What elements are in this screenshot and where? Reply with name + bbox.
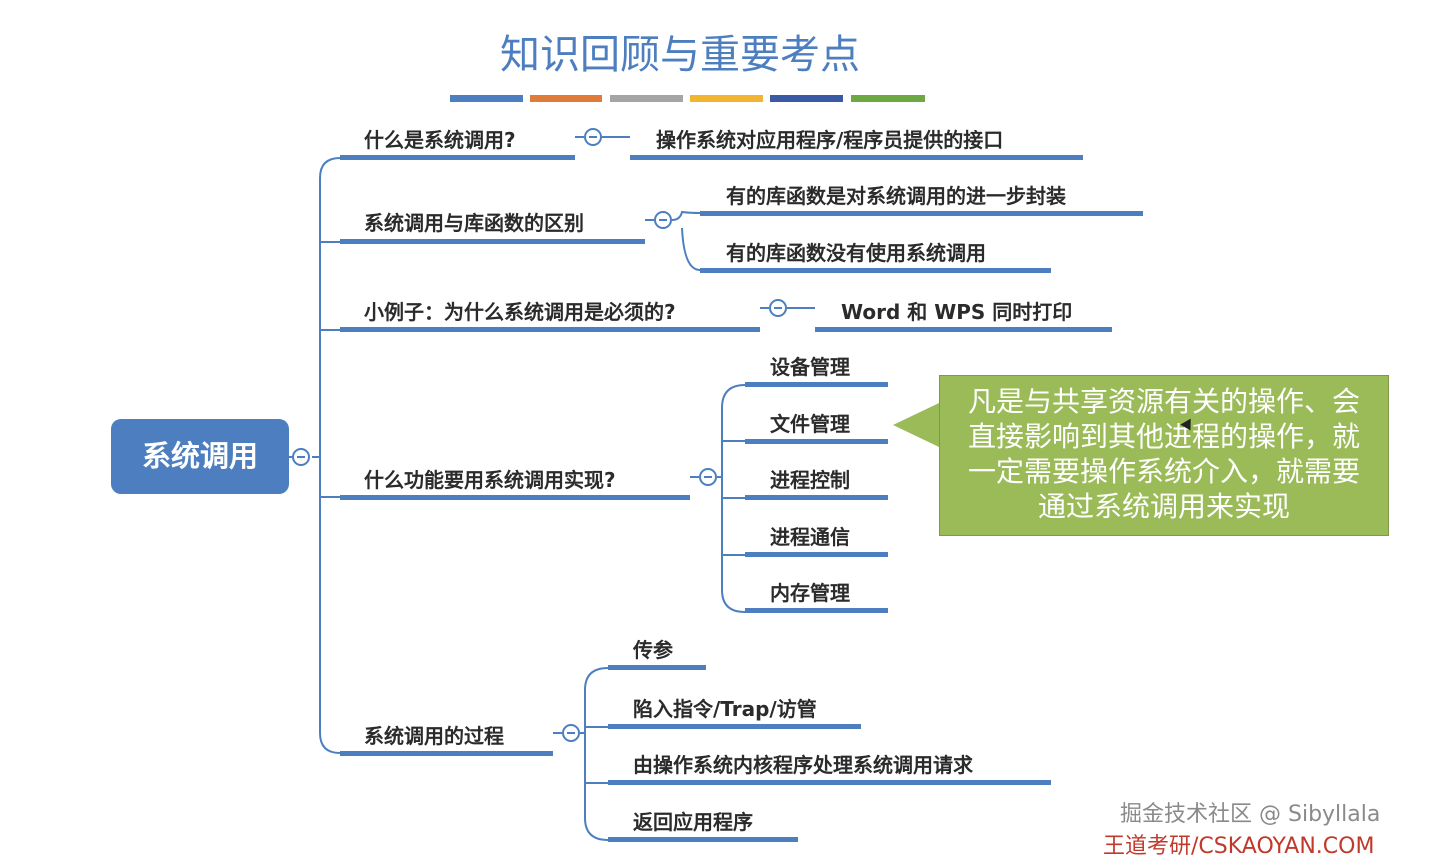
branch-diff-collapse-button[interactable] [654, 211, 672, 229]
branch-what-label[interactable]: 什么是系统调用? [364, 128, 516, 152]
branch-functions-underline [340, 495, 690, 500]
process-step-2[interactable]: 陷入指令/Trap/访管 [633, 697, 817, 721]
branch-example-collapse-button[interactable] [769, 299, 787, 317]
function-item-process-control[interactable]: 进程控制 [770, 468, 850, 492]
branch-diff-child-2-underline [700, 268, 1051, 273]
title-color-bar-2 [530, 95, 602, 102]
branch-what-collapse-button[interactable] [584, 128, 602, 146]
callout-line-2: 直接影响到其他进程的操作，就 [967, 420, 1360, 453]
branch-example-answer-underline [815, 327, 1112, 332]
juejin-watermark: 掘金技术社区 @ Sibyllala [1120, 802, 1381, 827]
branch-diff-child-1-underline [700, 211, 1143, 216]
branch-functions-label[interactable]: 什么功能要用系统调用实现? [364, 468, 616, 492]
branch-diff-underline [340, 239, 645, 244]
branch-diff-child-1[interactable]: 有的库函数是对系统调用的进一步封装 [726, 184, 1066, 208]
title-color-bar-1 [450, 95, 523, 102]
function-item-memory[interactable]: 内存管理 [770, 581, 850, 605]
callout-line-4: 通过系统调用来实现 [1037, 490, 1290, 523]
branch-process-underline [340, 751, 553, 756]
function-item-file-underline [745, 439, 888, 444]
branch-example-answer[interactable]: Word 和 WPS 同时打印 [841, 300, 1073, 324]
branch-process-label[interactable]: 系统调用的过程 [364, 724, 504, 748]
process-step-4-underline [608, 837, 798, 842]
branch-what-answer-underline [630, 155, 1083, 160]
process-step-2-underline [608, 724, 861, 729]
root-node[interactable]: 系统调用 [111, 419, 289, 494]
function-item-process-control-underline [745, 495, 888, 500]
process-step-3-underline [608, 780, 1051, 785]
process-step-1[interactable]: 传参 [633, 638, 673, 662]
callout-pointer [893, 403, 939, 447]
branch-what-underline [340, 155, 575, 160]
branch-example-label[interactable]: 小例子：为什么系统调用是必须的? [364, 300, 676, 324]
title-color-bar-5 [770, 95, 843, 102]
function-item-memory-underline [745, 608, 888, 613]
process-step-3[interactable]: 由操作系统内核程序处理系统调用请求 [633, 753, 973, 777]
branch-diff-child-2[interactable]: 有的库函数没有使用系统调用 [726, 241, 986, 265]
function-item-ipc-underline [745, 552, 888, 557]
page-title: 知识回顾与重要考点 [500, 32, 860, 78]
branch-what-answer[interactable]: 操作系统对应用程序/程序员提供的接口 [656, 128, 1004, 152]
function-item-device[interactable]: 设备管理 [770, 355, 850, 379]
title-color-bar-3 [610, 95, 683, 102]
callout-note: 凡是与共享资源有关的操作、会 直接影响到其他进程的操作，就 一定需要操作系统介入… [939, 375, 1389, 536]
wangdao-watermark: 王道考研/CSKAOYAN.COM [1103, 834, 1375, 859]
branch-functions-collapse-button[interactable] [699, 468, 717, 486]
function-item-device-underline [745, 382, 888, 387]
branch-example-underline [340, 327, 760, 332]
callout-line-1: 凡是与共享资源有关的操作、会 [967, 385, 1360, 418]
callout-line-3: 一定需要操作系统介入，就需要 [967, 455, 1360, 488]
branch-diff-label[interactable]: 系统调用与库函数的区别 [364, 211, 584, 235]
process-step-1-underline [608, 665, 706, 670]
title-color-bar-6 [851, 95, 925, 102]
function-item-ipc[interactable]: 进程通信 [770, 525, 850, 549]
branch-process-collapse-button[interactable] [562, 724, 580, 742]
root-collapse-button[interactable] [292, 448, 310, 466]
function-item-file[interactable]: 文件管理 [770, 412, 850, 436]
title-color-bar-4 [690, 95, 763, 102]
process-step-4[interactable]: 返回应用程序 [633, 810, 753, 834]
